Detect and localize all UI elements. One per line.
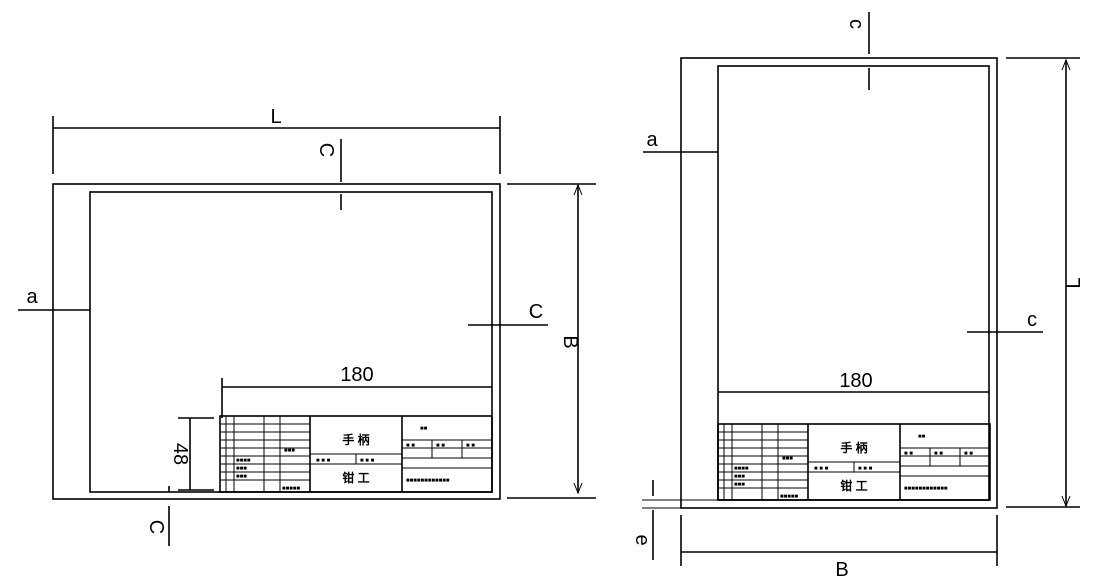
landscape-title-process: 钳 工 [342, 470, 369, 485]
landscape-label-a: a [26, 286, 38, 308]
portrait-margin-e: e [631, 480, 718, 560]
portrait-sheet: L B c c a e [631, 12, 1085, 581]
portrait-outer-border [680, 57, 998, 509]
portrait-label-180: 180 [839, 370, 872, 392]
landscape-label-c-bottom: C [145, 520, 167, 534]
landscape-label-c-top: C [315, 143, 337, 157]
landscape-margin-c-right: C [468, 301, 548, 326]
landscape-dim-title-width: 180 [221, 364, 492, 418]
landscape-margin-c-bottom: C [145, 486, 170, 546]
portrait-margin-c-top: c [845, 12, 870, 90]
portrait-label-c-top: c [845, 19, 867, 29]
landscape-label-length: L [270, 106, 281, 128]
landscape-dim-title-height: 48 [169, 417, 214, 491]
landscape-label-48: 48 [169, 443, 191, 465]
landscape-margin-c-top: C [315, 139, 342, 210]
portrait-dim-length: L [1006, 57, 1085, 508]
portrait-label-e: e [631, 534, 653, 545]
portrait-label-c-right: c [1027, 309, 1037, 331]
landscape-outer-border [52, 183, 501, 500]
portrait-margin-c-right: c [967, 309, 1043, 333]
portrait-margin-a: a [643, 129, 718, 153]
landscape-label-180: 180 [340, 364, 373, 386]
landscape-label-c-right: C [529, 301, 543, 323]
landscape-title-block: 手 柄 钳 工 [219, 415, 493, 493]
landscape-dim-width: B [507, 183, 596, 499]
portrait-dim-title-width: 180 [718, 370, 989, 393]
landscape-dim-length: L [52, 106, 501, 174]
portrait-label-a: a [646, 129, 658, 151]
portrait-title-block: 手 柄 钳 工 [717, 423, 991, 501]
portrait-label-width: B [835, 559, 848, 581]
portrait-inner-frame [717, 65, 990, 501]
landscape-label-width: B [559, 335, 581, 348]
landscape-sheet: L B C C a C [18, 106, 596, 546]
portrait-title-process: 钳 工 [840, 478, 867, 493]
landscape-title-name: 手 柄 [342, 432, 369, 447]
portrait-label-length: L [1063, 277, 1085, 288]
landscape-margin-a: a [18, 286, 90, 311]
portrait-dim-width: B [680, 515, 998, 581]
portrait-title-name: 手 柄 [840, 440, 867, 455]
